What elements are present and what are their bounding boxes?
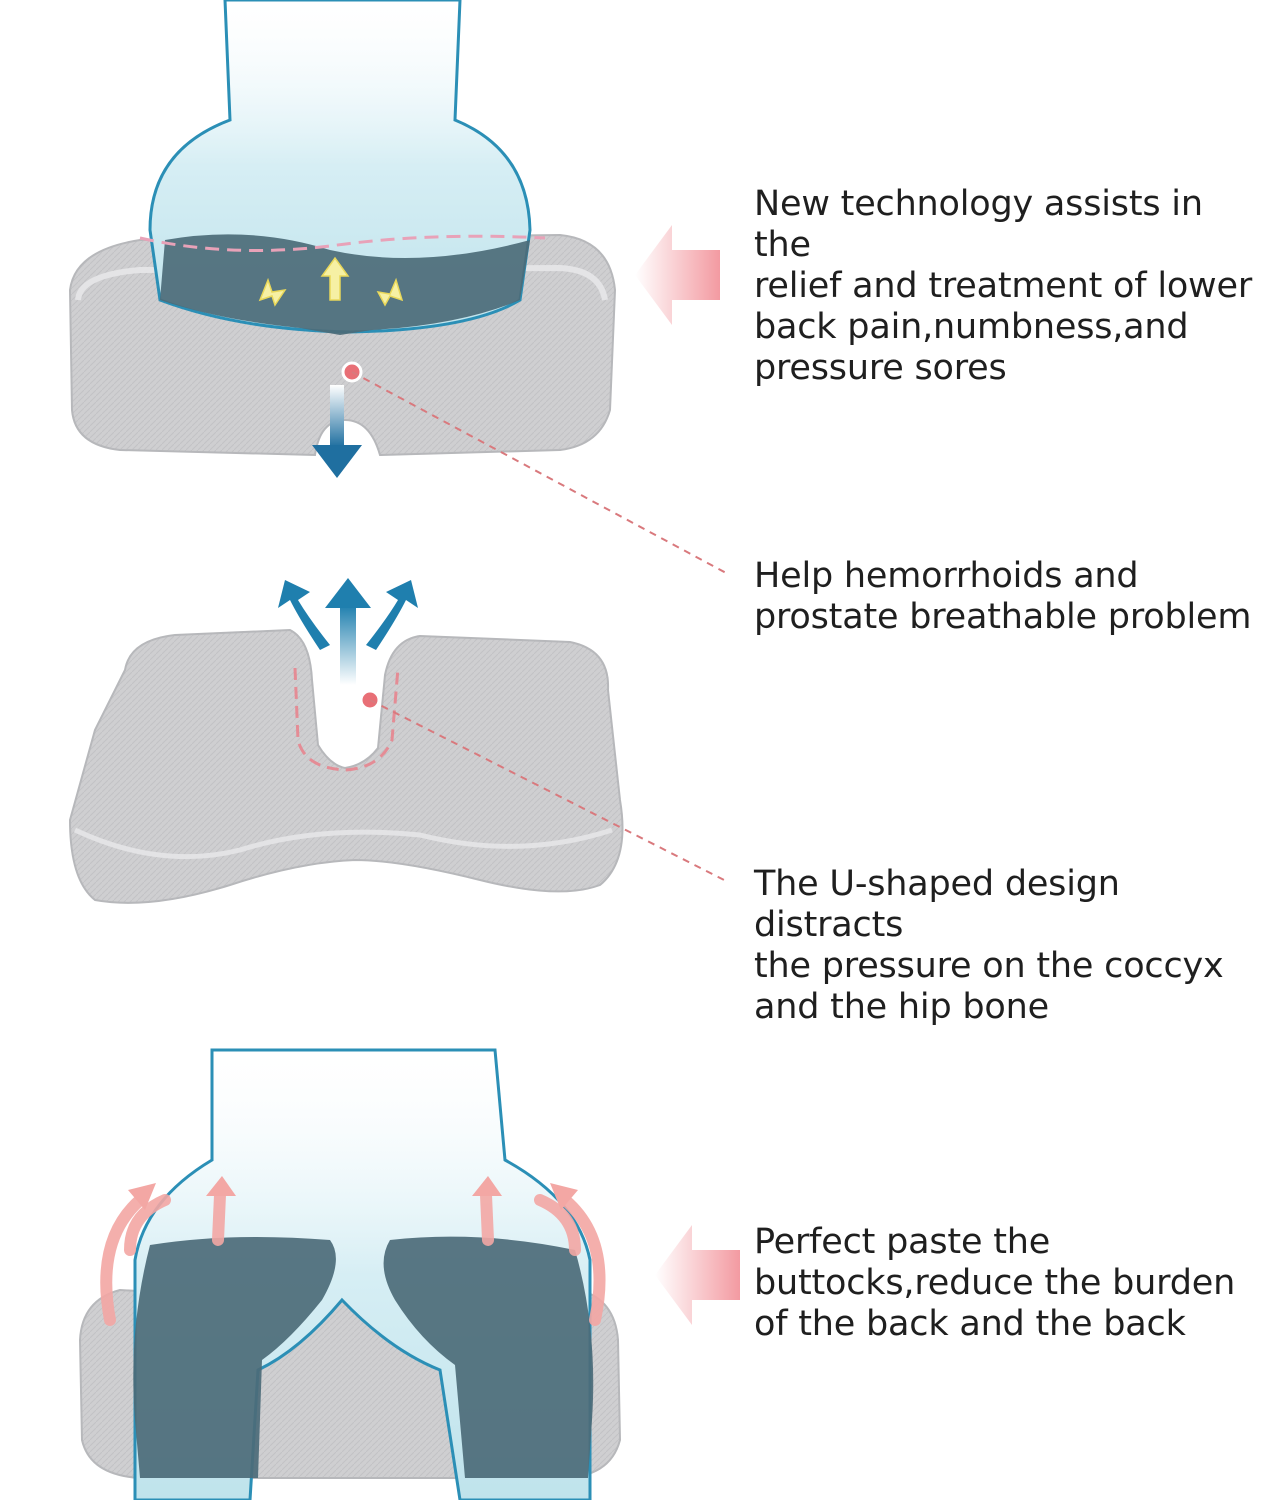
bottom-cushion-illustration [78, 1048, 740, 1500]
bottom-contact-right [383, 1236, 594, 1478]
middle-cushion-body [68, 628, 624, 904]
top-cushion-illustration [68, 0, 729, 575]
curved-arrows-icon [100, 1189, 606, 1326]
pressure-up-arrows-icon [258, 256, 404, 307]
double-arrow-icon [312, 385, 362, 478]
airflow-arrows-icon [278, 578, 418, 685]
caption-u-shape: The U-shaped design distracts the pressu… [754, 864, 1224, 1027]
left-arrow-icon [635, 225, 720, 325]
left-arrow-icon-bottom [655, 1225, 740, 1325]
bottom-contact-left [133, 1236, 336, 1478]
middle-cushion-illustration [68, 578, 729, 904]
caption-pressure-relief: New technology assists in the relief and… [754, 184, 1253, 388]
top-contact-area [160, 234, 530, 335]
caption-breathable: Help hemorrhoids and prostate breathable… [754, 556, 1252, 637]
caption-perfect-paste: Perfect paste the buttocks,reduce the bu… [754, 1222, 1236, 1344]
